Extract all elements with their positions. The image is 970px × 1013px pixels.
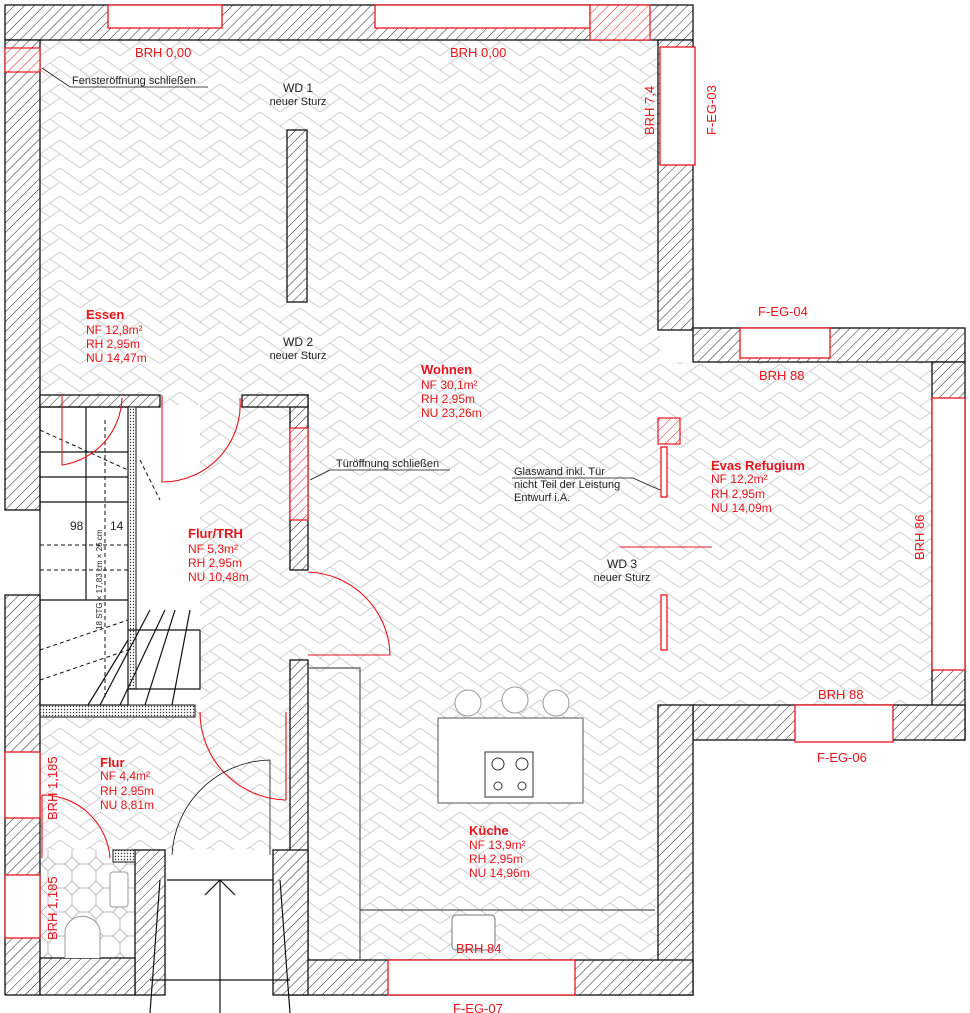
svg-text:NF 30,1m²: NF 30,1m² [421,378,478,392]
wd1-note: neuer Sturz [270,96,327,108]
svg-text:RH 2,95m: RH 2,95m [421,392,475,406]
glass-wall [660,446,668,498]
svg-text:NF 12,8m²: NF 12,8m² [86,323,143,337]
stool [501,686,529,714]
window-id-f-eg-07: F-EG-07 [453,1001,503,1013]
wd1-label: WD 1 [283,81,313,95]
svg-text:RH 2,95m: RH 2,95m [86,337,140,351]
wc-washbasin [109,871,129,908]
svg-text:Flur/TRH: Flur/TRH [188,526,243,541]
svg-text:Evas Refugium: Evas Refugium [711,458,805,473]
stair-area [40,405,200,705]
doors [41,395,712,859]
stool [454,689,482,717]
wc-toilet [64,915,101,958]
svg-text:NU 8,81m: NU 8,81m [100,798,154,812]
svg-text:RH 2,95m: RH 2,95m [711,487,765,501]
svg-text:Küche: Küche [469,823,509,838]
window-left-lower [4,874,41,939]
brh-bottom: BRH 84 [456,941,502,956]
window-f-eg-04 [739,327,831,359]
brh-left-lower: BRH 1,185 [45,876,60,940]
leader-door-close [309,469,450,481]
room-label-wohnen: Wohnen NF 30,1m² RH 2,95m NU 23,26m [421,362,482,420]
wd2-label: WD 2 [283,335,313,349]
wd3-label: WD 3 [607,557,637,571]
note-window-close: Fensteröffnung schließen [72,75,196,87]
window-id-f-eg-03: F-EG-03 [704,85,719,135]
svg-text:RH 2,95m: RH 2,95m [469,852,523,866]
stool [542,689,570,717]
wd3-note: neuer Sturz [594,572,651,584]
svg-text:NF 5,3m²: NF 5,3m² [188,542,238,556]
svg-text:NU 14,96m: NU 14,96m [469,866,530,880]
note-door-close: Türöffnung schließen [336,458,439,470]
svg-text:RH 2,95m: RH 2,95m [100,784,154,798]
window-top-mid [374,4,591,29]
svg-text:NU 10,48m: NU 10,48m [188,570,249,584]
closed-window-top-right [589,4,651,41]
entrance-steps [149,879,291,1013]
closed-door-opening [289,427,309,521]
glass-note-3: Entwurf i.A. [514,492,570,504]
stair-width-14: 14 [110,519,124,533]
stair-width-98: 98 [70,519,84,533]
staircase: 98 14 18 STG × 17,83 cm × 26 cm [39,406,201,706]
room-label-kueche: Küche NF 13,9m² RH 2,95m NU 14,96m [469,823,530,880]
brh-left-upper: BRH 1,185 [45,756,60,820]
brh-ext-right: BRH 86 [912,514,927,560]
stair-spec: 18 STG × 17,83 cm × 26 cm [95,529,104,630]
glass-note-1: Glaswand inkl. Tür [514,466,605,478]
leader-glass-wall [512,477,661,491]
sink [451,914,496,951]
svg-text:NU 14,09m: NU 14,09m [711,501,772,515]
brh-ext-bottom: BRH 88 [818,687,864,702]
kitchen-furniture [64,667,655,960]
window-top-left [107,4,223,29]
svg-text:NU 23,26m: NU 23,26m [421,406,482,420]
svg-text:Flur: Flur [100,755,125,770]
svg-text:NF 4,4m²: NF 4,4m² [100,769,150,783]
closed-window-left [4,47,41,73]
svg-text:RH 2,95m: RH 2,95m [188,556,242,570]
brh-ext-top: BRH 88 [759,368,805,383]
window-id-f-eg-06: F-EG-06 [817,750,867,765]
brh-top-mid: BRH 0,00 [450,45,506,60]
room-label-essen: Essen NF 12,8m² RH 2,95m NU 14,47m [86,307,147,365]
wd1-wall-segment [286,129,308,303]
svg-text:NF 12,2m²: NF 12,2m² [711,472,768,486]
wd2-note: neuer Sturz [270,350,327,362]
brh-right: BRH 7,4 [642,86,657,135]
window-id-f-eg-04: F-EG-04 [758,304,808,319]
room-label-flur: Flur NF 4,4m² RH 2,95m NU 8,81m [100,755,154,812]
room-label-flur-trh: Flur/TRH NF 5,3m² RH 2,95m NU 10,48m [188,526,249,584]
glass-note-2: nicht Teil der Leistung [514,479,620,491]
svg-text:NU 14,47m: NU 14,47m [86,351,147,365]
cooktop [484,751,534,798]
brh-top-left: BRH 0,00 [135,45,191,60]
window-ext-right [931,397,966,671]
svg-text:Essen: Essen [86,307,124,322]
window-f-eg-06 [794,704,894,743]
svg-text:Wohnen: Wohnen [421,362,472,377]
windows [4,4,966,996]
window-left-upper [4,751,41,819]
svg-text:NF 13,9m²: NF 13,9m² [469,838,526,852]
window-f-eg-07 [387,959,576,996]
leader-window-close [41,67,208,88]
window-f-eg-03 [659,46,696,166]
room-label-evas-refugium: Evas Refugium NF 12,2m² RH 2,95m NU 14,0… [711,458,805,515]
